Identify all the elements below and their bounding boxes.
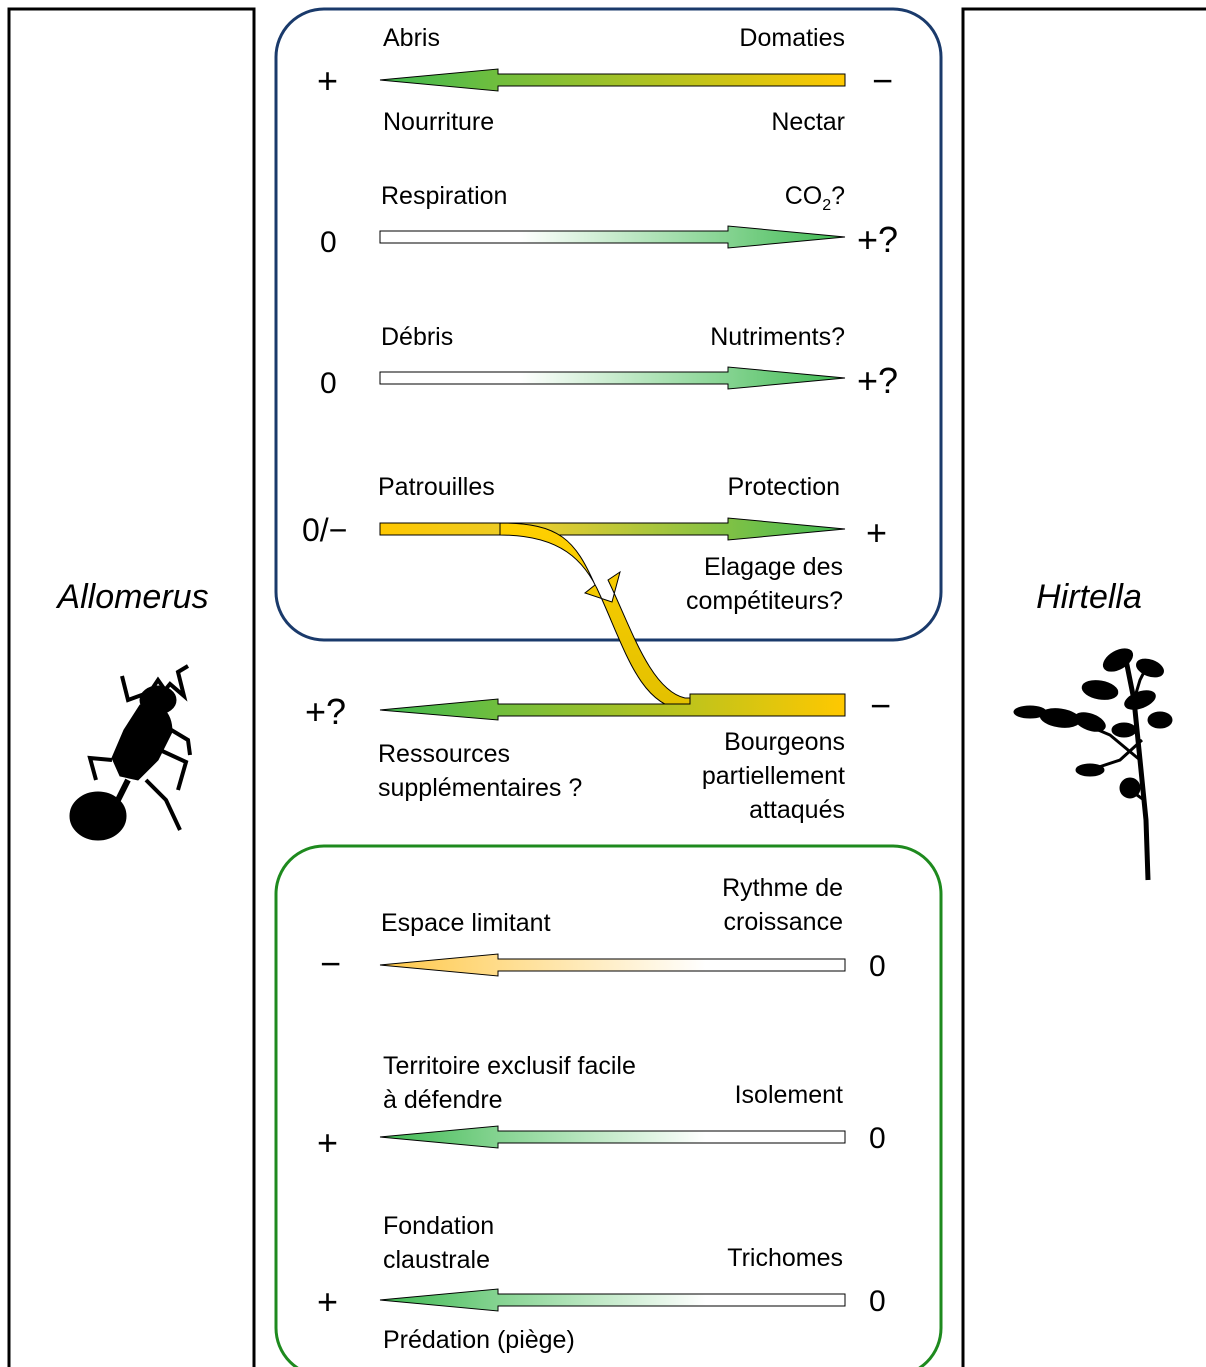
shelter-arrow bbox=[379, 68, 846, 92]
territory-top-left-2: à défendre bbox=[383, 1086, 503, 1114]
respiration-top-right: CO2? bbox=[785, 182, 845, 214]
patrol-top-left: Patrouilles bbox=[378, 473, 495, 501]
left-panel bbox=[7, 7, 256, 1367]
plant-silhouette-icon bbox=[1013, 648, 1173, 881]
foundation-bottom-left: Prédation (piège) bbox=[383, 1326, 575, 1354]
buds-arrow bbox=[379, 693, 846, 721]
respiration-left-symbol: 0 bbox=[320, 226, 337, 259]
respiration-right-symbol: +? bbox=[857, 219, 898, 260]
patrol-top-right: Protection bbox=[727, 473, 840, 501]
space-top-left: Espace limitant bbox=[381, 909, 551, 937]
foundation-left-symbol: + bbox=[317, 1281, 338, 1322]
space-interaction: − 0 Espace limitant Rythme de croissance bbox=[320, 874, 886, 984]
patrol-right-symbol: + bbox=[866, 512, 887, 553]
buds-bottom-left-1: Ressources bbox=[378, 740, 510, 768]
buds-interaction: +? − Ressources supplémentaires ? Bourge… bbox=[305, 685, 891, 824]
patrol-bottom-right-1: Elagage des bbox=[704, 553, 843, 581]
territory-top-left-1: Territoire exclusif facile bbox=[383, 1052, 636, 1080]
space-top-right-1: Rythme de bbox=[722, 874, 843, 902]
right-panel bbox=[961, 7, 1206, 1367]
buds-bottom-right-2: partiellement bbox=[702, 762, 845, 790]
territory-interaction: + 0 Territoire exclusif facile à défendr… bbox=[317, 1052, 886, 1163]
top-group-box bbox=[274, 7, 943, 642]
space-right-symbol: 0 bbox=[869, 950, 886, 983]
foundation-arrow bbox=[379, 1288, 846, 1312]
respiration-arrow bbox=[379, 225, 846, 249]
patrol-interaction: 0/− + Patrouilles Protection Elagage des… bbox=[302, 473, 887, 615]
buds-left-symbol: +? bbox=[305, 691, 346, 732]
buds-bottom-right-3: attaqués bbox=[749, 796, 845, 824]
territory-right-symbol: 0 bbox=[869, 1122, 886, 1155]
debris-left-symbol: 0 bbox=[320, 367, 337, 400]
shelter-interaction: + − Abris Domaties Nourriture Nectar bbox=[317, 24, 893, 136]
foundation-top-left-1: Fondation bbox=[383, 1212, 494, 1240]
patrol-left-symbol: 0/− bbox=[302, 512, 347, 548]
shelter-bottom-right: Nectar bbox=[771, 108, 845, 136]
buds-right-symbol: − bbox=[870, 685, 891, 726]
foundation-interaction: + 0 Fondation claustrale Trichomes Préda… bbox=[317, 1212, 886, 1354]
buds-bottom-left-2: supplémentaires ? bbox=[378, 774, 582, 802]
shelter-right-symbol: − bbox=[872, 60, 893, 101]
foundation-right-symbol: 0 bbox=[869, 1285, 886, 1318]
right-panel-title: Hirtella bbox=[1036, 578, 1142, 616]
foundation-top-right: Trichomes bbox=[727, 1244, 843, 1272]
debris-right-symbol: +? bbox=[857, 360, 898, 401]
shelter-bottom-left: Nourriture bbox=[383, 108, 494, 136]
diversion-curve-arrow bbox=[499, 522, 701, 711]
territory-top-right: Isolement bbox=[735, 1081, 843, 1109]
space-arrow bbox=[379, 953, 846, 977]
territory-arrow bbox=[379, 1125, 846, 1149]
shelter-left-symbol: + bbox=[317, 60, 338, 101]
debris-top-right: Nutriments? bbox=[710, 323, 845, 351]
patrol-bottom-right-2: compétiteurs? bbox=[686, 587, 843, 615]
shelter-top-left: Abris bbox=[383, 24, 440, 52]
bottom-group-box bbox=[274, 844, 943, 1367]
ant-silhouette-icon bbox=[69, 664, 192, 841]
debris-interaction: 0 +? Débris Nutriments? bbox=[320, 323, 898, 401]
territory-left-symbol: + bbox=[317, 1122, 338, 1163]
patrol-arrow bbox=[379, 517, 846, 541]
respiration-interaction: 0 +? Respiration CO2? bbox=[320, 182, 898, 260]
left-panel-title: Allomerus bbox=[55, 578, 208, 616]
space-top-right-2: croissance bbox=[724, 908, 844, 936]
buds-bottom-right-1: Bourgeons bbox=[724, 728, 845, 756]
debris-arrow bbox=[379, 366, 846, 390]
shelter-top-right: Domaties bbox=[739, 24, 845, 52]
respiration-top-left: Respiration bbox=[381, 182, 507, 210]
foundation-top-left-2: claustrale bbox=[383, 1246, 490, 1274]
debris-top-left: Débris bbox=[381, 323, 453, 351]
space-left-symbol: − bbox=[320, 943, 341, 984]
